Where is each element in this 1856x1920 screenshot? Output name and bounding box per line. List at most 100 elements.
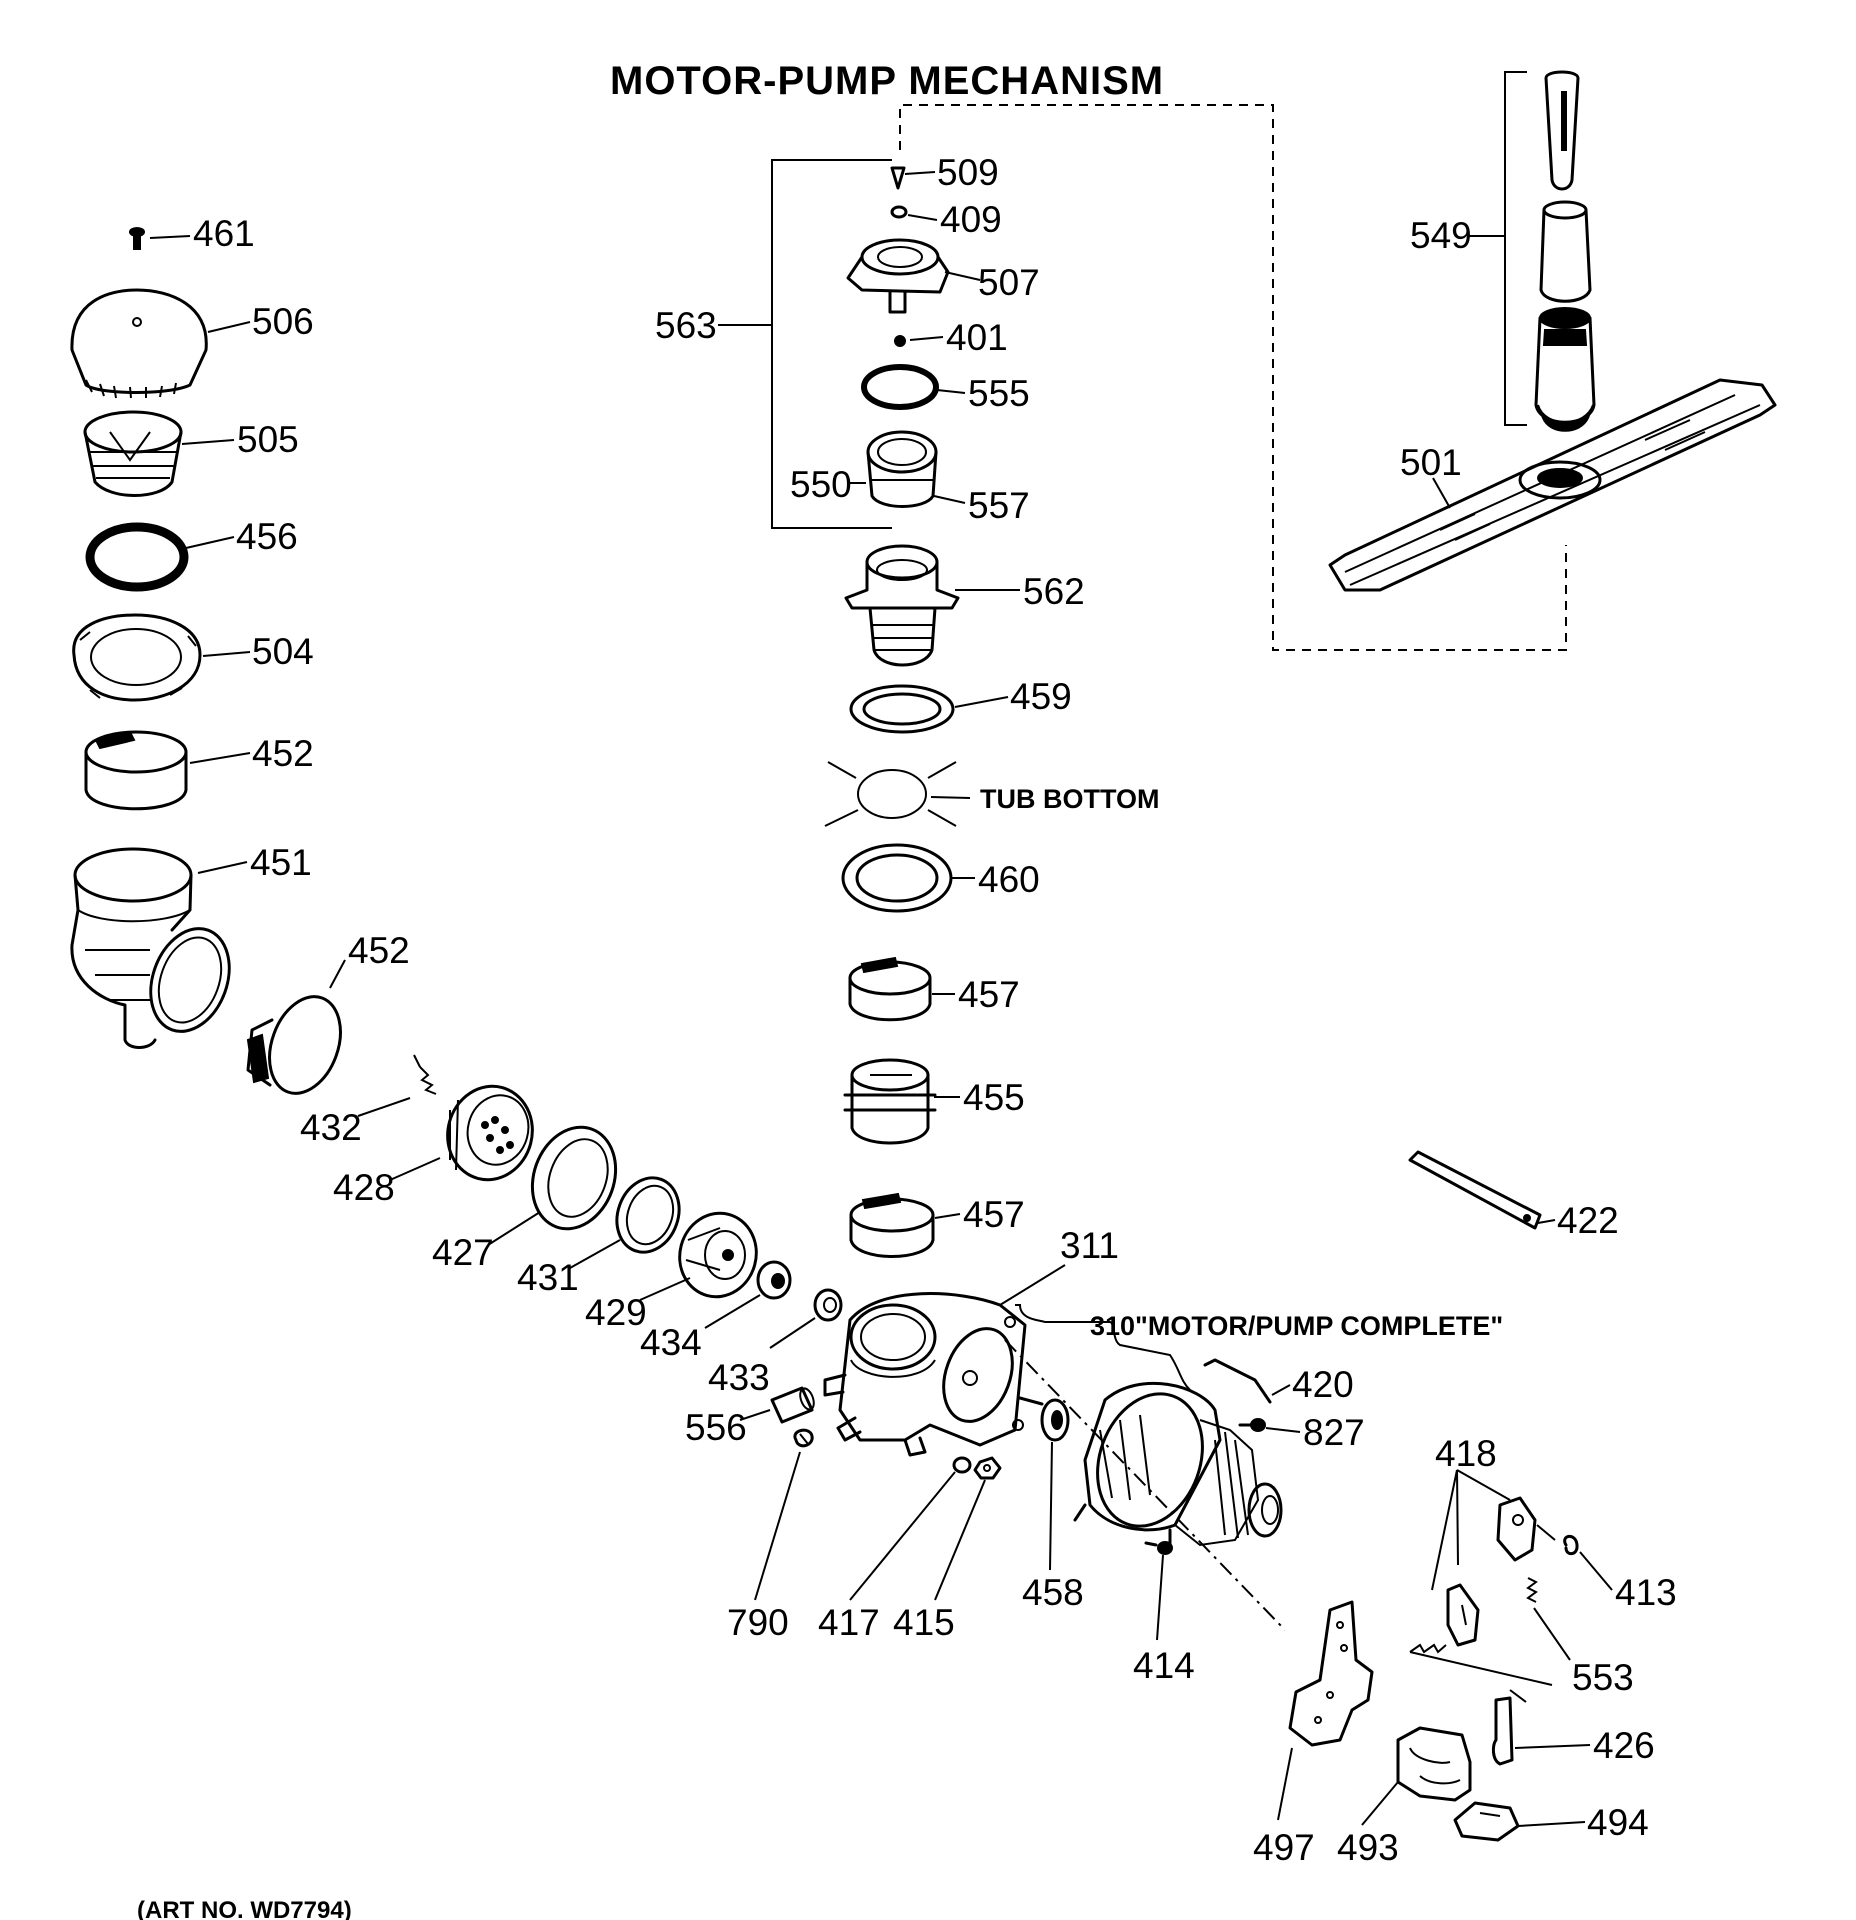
label-426: 426: [1593, 1725, 1655, 1766]
part-motor: [1073, 1381, 1283, 1552]
part-428-impeller: [446, 1084, 534, 1182]
label-557: 557: [968, 485, 1030, 526]
label-311: 311: [1060, 1225, 1119, 1266]
label-456: 456: [236, 516, 298, 557]
part-418-spring-small: [1409, 1643, 1447, 1654]
part-431-ring: [615, 1176, 681, 1254]
label-507: 507: [978, 262, 1040, 303]
art-number: (ART NO. WD7794): [137, 1897, 352, 1920]
part-409-washer: [890, 205, 908, 219]
label-493: 493: [1337, 1827, 1399, 1868]
part-433-bushing: [813, 1288, 843, 1322]
label-452-lower: 452: [348, 930, 410, 971]
label-549: 549: [1410, 215, 1472, 256]
part-452-clamp-lower: [246, 995, 342, 1095]
label-562: 562: [1023, 571, 1085, 612]
label-506: 506: [252, 301, 314, 342]
label-457-upper: 457: [958, 974, 1020, 1015]
label-458: 458: [1022, 1572, 1084, 1613]
label-827: 827: [1303, 1412, 1365, 1453]
part-458-shaft-seal: [1018, 1396, 1070, 1442]
part-493-housing: [1396, 1726, 1472, 1802]
label-459: 459: [1010, 676, 1072, 717]
note-tub-bottom: TUB BOTTOM: [980, 784, 1159, 814]
label-504: 504: [252, 631, 314, 672]
label-415: 415: [893, 1602, 955, 1643]
label-413: 413: [1615, 1572, 1677, 1613]
part-420-wire: [1203, 1358, 1272, 1404]
part-457-clamp-lower: [849, 1192, 935, 1258]
part-827-screw: [1238, 1418, 1266, 1432]
part-555-o-ring: [861, 364, 939, 410]
part-415-nut: [973, 1456, 1002, 1480]
diagram-title: MOTOR-PUMP MECHANISM: [610, 59, 1164, 103]
part-562-tower: [844, 544, 960, 667]
label-790: 790: [727, 1602, 789, 1643]
label-433: 433: [708, 1357, 770, 1398]
part-418-lever-plate: [1496, 1496, 1537, 1562]
label-427: 427: [432, 1232, 494, 1273]
label-409: 409: [940, 199, 1002, 240]
part-461-screw: [129, 227, 145, 250]
label-461: 461: [193, 213, 255, 254]
label-494: 494: [1587, 1802, 1649, 1843]
part-506-cover: [70, 288, 208, 399]
label-550: 550: [790, 464, 852, 505]
part-790-spring-clip: [793, 1428, 814, 1448]
label-428: 428: [333, 1167, 395, 1208]
label-431: 431: [517, 1257, 579, 1298]
label-417: 417: [818, 1602, 880, 1643]
label-553: 553: [1572, 1657, 1634, 1698]
part-550-manifold: [866, 430, 938, 508]
label-501: 501: [1400, 442, 1462, 483]
part-509-screw: [890, 166, 906, 190]
part-497-bracket: [1288, 1600, 1374, 1747]
label-414: 414: [1133, 1645, 1195, 1686]
part-311-pump-housing: [823, 1292, 1027, 1457]
part-457-clamp-upper: [848, 956, 932, 1022]
label-505: 505: [237, 419, 299, 460]
part-451-sump-housing: [70, 847, 231, 1049]
part-460-nut: [841, 843, 953, 913]
label-509: 509: [937, 152, 999, 193]
part-556-plug: [770, 1386, 815, 1424]
label-556: 556: [685, 1407, 747, 1448]
part-429-pump-wheel: [678, 1211, 758, 1299]
part-459-gasket: [849, 684, 955, 734]
label-432: 432: [300, 1107, 362, 1148]
part-456-gasket: [85, 522, 189, 592]
label-563: 563: [655, 305, 717, 346]
part-426-actuator: [1491, 1689, 1527, 1766]
part-422-strip: [1408, 1150, 1542, 1230]
part-432-spring: [413, 1054, 437, 1095]
label-420: 420: [1292, 1364, 1354, 1405]
label-422: 422: [1557, 1200, 1619, 1241]
part-418-switch: [1446, 1583, 1480, 1647]
label-429: 429: [585, 1292, 647, 1333]
part-434-seal: [756, 1260, 792, 1300]
label-455: 455: [963, 1077, 1025, 1118]
part-507-hub: [846, 238, 950, 314]
part-549-tube-middle: [1539, 200, 1592, 303]
part-455-hose: [843, 1058, 937, 1145]
part-549-tube-bottom: [1534, 307, 1596, 432]
label-401: 401: [946, 317, 1008, 358]
label-418: 418: [1435, 1433, 1497, 1474]
part-505-filter: [83, 410, 183, 497]
part-452-clamp-upper: [84, 730, 188, 811]
tub-bottom-hole: [824, 761, 957, 827]
part-494-cover-cap: [1453, 1801, 1520, 1842]
part-501-spray-arm: [1328, 378, 1777, 592]
part-414-screw: [1144, 1541, 1173, 1555]
part-417-washer: [952, 1456, 972, 1474]
part-401-ball: [894, 335, 906, 347]
part-504-ring: [72, 613, 202, 702]
part-413-clip: [1563, 1534, 1579, 1556]
part-549-tube-top: [1544, 70, 1580, 191]
label-451: 451: [250, 842, 312, 883]
note-motor-pump-complete: 310"MOTOR/PUMP COMPLETE": [1090, 1311, 1503, 1341]
part-427-plate: [530, 1125, 618, 1231]
label-434: 434: [640, 1322, 702, 1363]
